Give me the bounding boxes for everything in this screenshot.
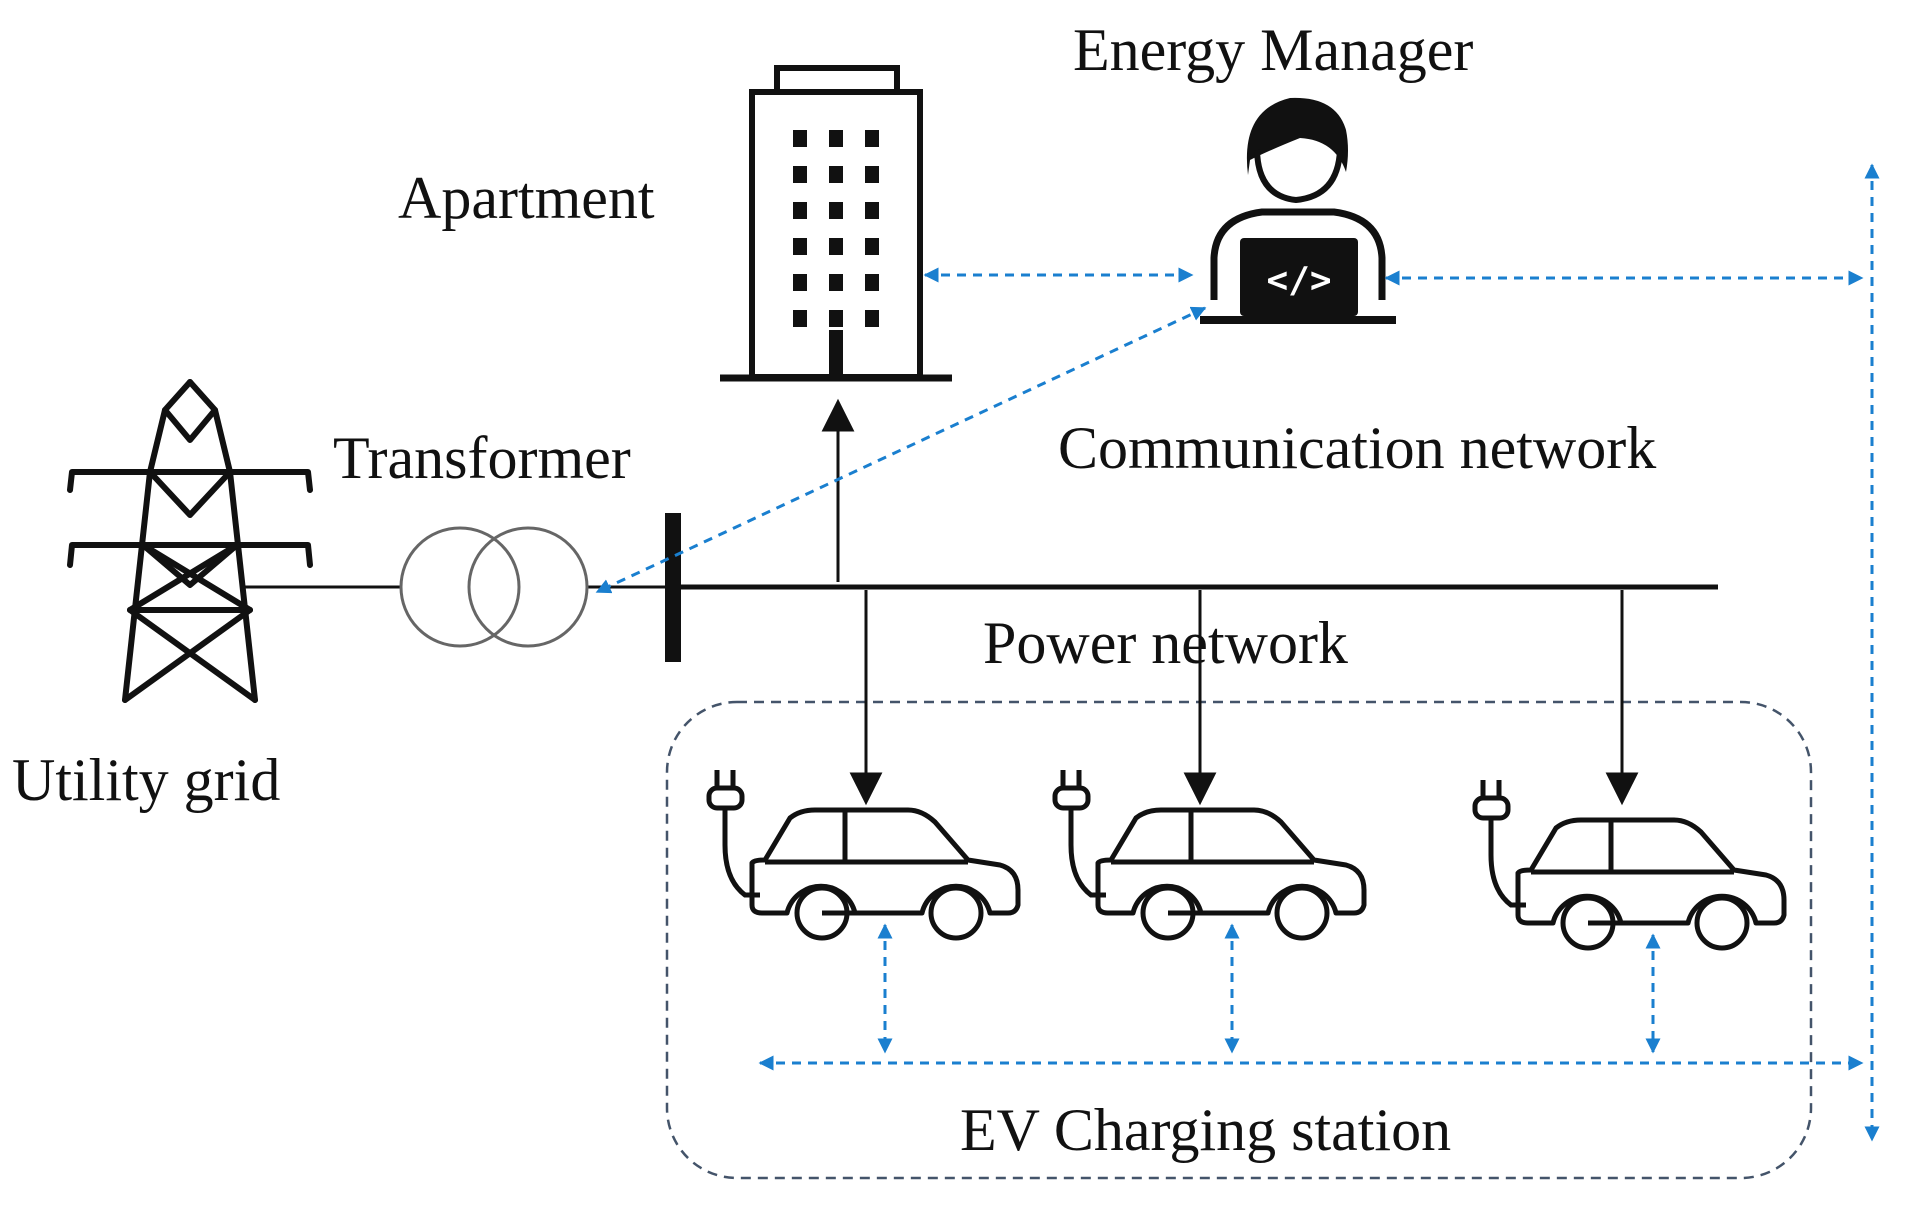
- transformer-label: Transformer: [333, 425, 631, 491]
- person-hair: [1246, 97, 1348, 175]
- apartment-window: [829, 238, 843, 255]
- communication-network-label: Communication network: [1058, 415, 1656, 481]
- laptop-screen: [1240, 238, 1358, 316]
- laptop-code-icon: </>: [1266, 260, 1331, 301]
- apartment-window: [865, 202, 879, 219]
- transformer-icon: [399, 526, 589, 648]
- apartment-window: [829, 310, 843, 327]
- transmission-tower-icon: [67, 379, 313, 703]
- communication-links: [595, 163, 1880, 1142]
- apartment-window: [793, 130, 807, 147]
- ev-2: [1052, 770, 1367, 941]
- ev-charging-station-label: EV Charging station: [960, 1097, 1451, 1163]
- electric-car-icon: [1515, 817, 1787, 951]
- ev-3: [1472, 780, 1787, 951]
- person-head: [1254, 149, 1343, 204]
- charging-plug-icon: [1052, 770, 1106, 898]
- energy-manager-icon: </>: [1200, 97, 1396, 324]
- apartment-window: [793, 238, 807, 255]
- charging-plug-icon: [1472, 780, 1526, 908]
- apartment-window: [829, 274, 843, 291]
- person-body: [1210, 208, 1386, 300]
- energy-manager-label: Energy Manager: [1073, 17, 1473, 83]
- apartment-window: [793, 166, 807, 183]
- apartment-window: [865, 130, 879, 147]
- apartment-window: [793, 274, 807, 291]
- apartment-window: [793, 202, 807, 219]
- apartment-window: [829, 166, 843, 183]
- apartment-window: [865, 310, 879, 327]
- utility-grid-label: Utility grid: [12, 747, 280, 813]
- apartment-building-icon: [720, 65, 952, 382]
- ev-1: [706, 770, 1021, 941]
- apartment-windows: [793, 130, 879, 327]
- ev-charging-station-boundary: [665, 700, 1813, 1180]
- power-network-label: Power network: [983, 610, 1348, 676]
- apartment-window: [865, 166, 879, 183]
- apartment-window: [829, 130, 843, 147]
- apartment-window: [793, 310, 807, 327]
- electric-car-icon: [749, 807, 1021, 941]
- apartment-window: [865, 274, 879, 291]
- apartment-window: [829, 202, 843, 219]
- charging-plug-icon: [706, 770, 760, 898]
- electric-car-icon: [1095, 807, 1367, 941]
- apartment-label: Apartment: [398, 165, 655, 231]
- apartment-window: [865, 238, 879, 255]
